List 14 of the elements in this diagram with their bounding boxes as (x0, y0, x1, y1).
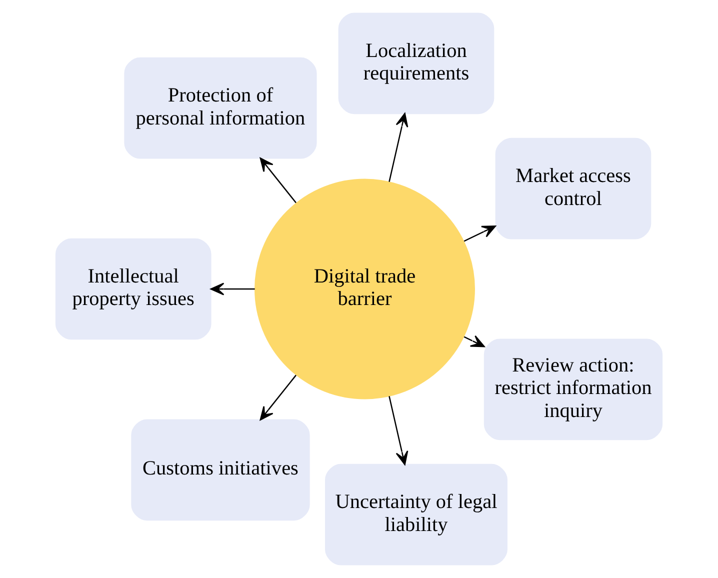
node-box: Uncertainty of legal liability (325, 464, 508, 566)
arrow (464, 225, 496, 242)
node-box: Customs initiatives (131, 419, 310, 521)
arrow (260, 158, 296, 204)
node-box: Protection of personal information (124, 57, 317, 159)
node-box: Market access control (495, 138, 652, 240)
arrow (260, 374, 296, 420)
arrow (464, 335, 485, 348)
node-box: Localization requirements (338, 12, 494, 114)
node-box: Review action: restrict information inquiry (484, 338, 663, 440)
arrow (388, 396, 408, 466)
node-box: Intellectual property issues (55, 238, 212, 340)
arrow (388, 112, 408, 182)
arrow (210, 282, 255, 296)
